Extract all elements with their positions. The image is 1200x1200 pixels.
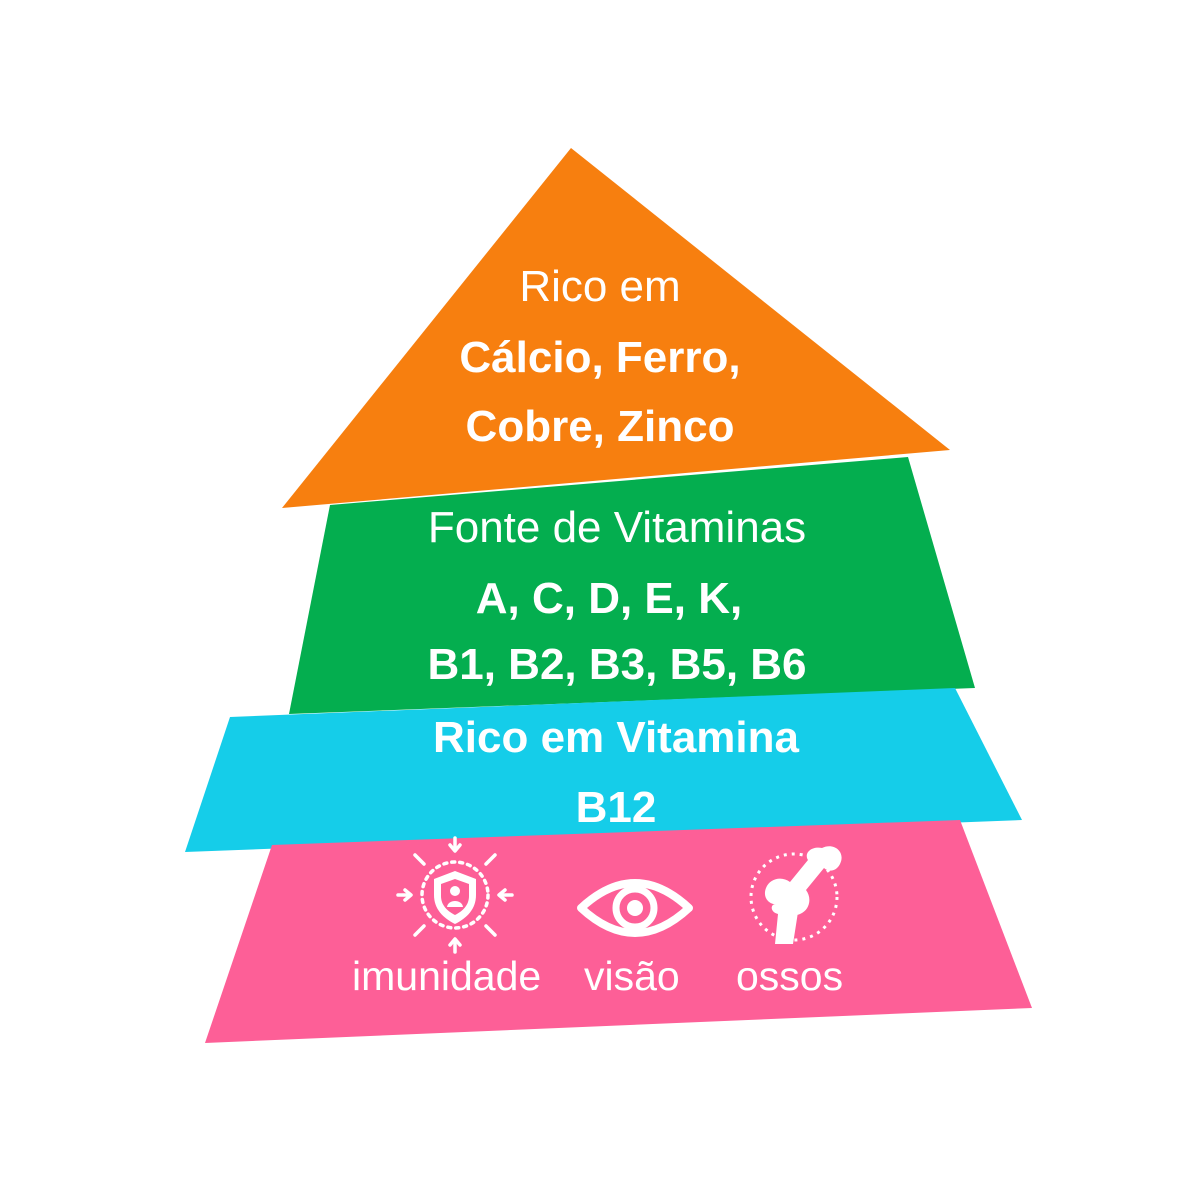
tier-upper-vitamins-line2: B1, B2, B3, B5, B6 [427,640,807,689]
benefit-label-visao: visão [584,953,680,999]
tier-lower-heading: Rico em Vitamina [433,713,799,762]
tier-top-minerals-line1: Cálcio, Ferro, [459,333,741,382]
tier-upper-middle-shape [289,457,975,714]
eye-icon [577,879,693,937]
tier-top-minerals-line2: Cobre, Zinco [465,402,735,451]
bone-joint-icon [749,846,842,944]
tier-top-heading: Rico em [519,262,681,311]
shield-icon [396,836,514,954]
tier-upper-heading: Fonte de Vitaminas [427,503,807,552]
tier-upper-vitamins-line1: A, C, D, E, K, [475,574,743,623]
tier-lower-vitamin: B12 [575,783,657,832]
tier-lower-middle-shape [185,688,1022,852]
benefit-label-ossos: ossos [736,953,844,999]
benefit-label-imunidade: imunidade [352,953,542,999]
tier-top-shape [282,148,950,508]
